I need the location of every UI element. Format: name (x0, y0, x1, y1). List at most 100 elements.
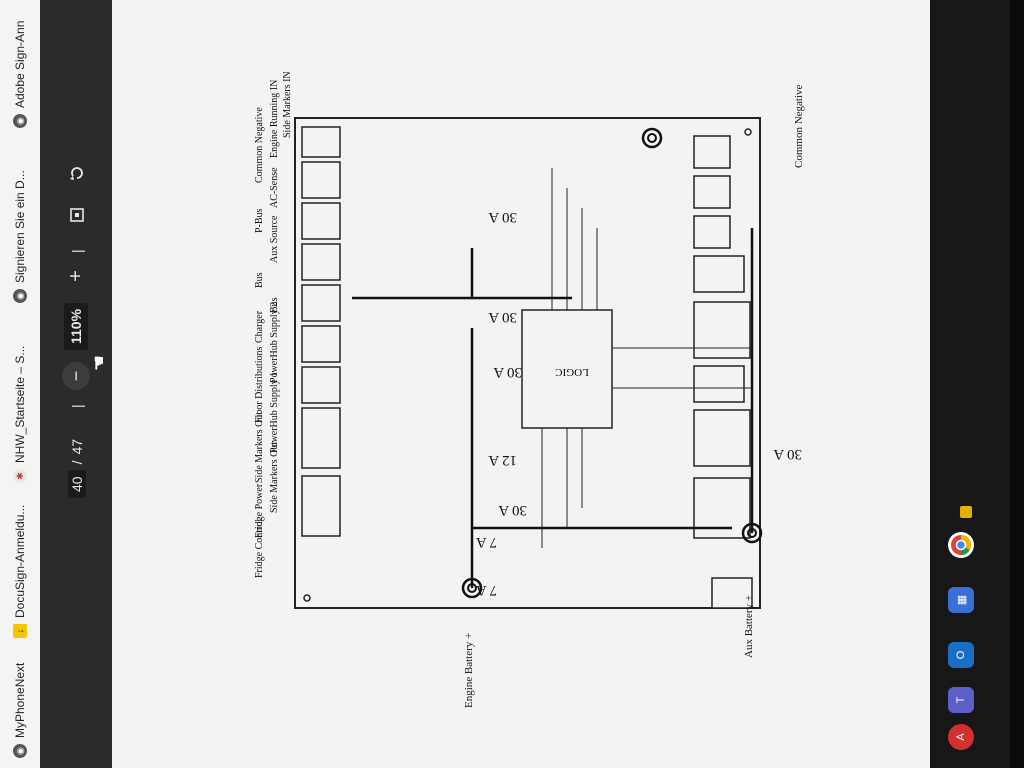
connector (301, 475, 341, 537)
signal-wires (541, 168, 752, 548)
connector (693, 215, 731, 249)
bookmark-label: Adobe Sign-Ann (13, 20, 27, 108)
label-powerhub-supply-1: PowerHub Supply 1 (269, 372, 280, 453)
chrome-icon[interactable] (948, 532, 974, 558)
acrobat-icon[interactable]: A (948, 724, 974, 750)
connector-labels: Fridge Control Fridge Power Side Markers… (254, 71, 293, 578)
connector (693, 175, 731, 209)
bookmark-label: NHW_Startseite – S... (13, 345, 27, 463)
connector (693, 365, 745, 403)
label-common-negative-terminal: Common Negative (793, 84, 805, 168)
fuse-label: 7 A (476, 534, 497, 550)
page-indicator: 40 / 47 (66, 439, 88, 498)
terminal-common-negative (641, 127, 663, 149)
zoom-out-button[interactable]: − (62, 362, 90, 390)
fuse-label: 30 A (493, 364, 522, 380)
power-wires (352, 228, 754, 588)
bookmark-nhw[interactable]: ✱ NHW_Startseite – S... (10, 346, 30, 483)
page-total: 47 (69, 438, 85, 455)
connector (301, 202, 341, 240)
bookmark-adobe-sign[interactable]: ◉ Adobe Sign-Ann (10, 21, 30, 128)
bookmark-docusign[interactable]: ↓ DocuSign-Anmeldu... (10, 505, 30, 638)
page-current-field[interactable]: 40 (68, 470, 86, 498)
bookmarks-bar: ◉ MyPhoneNext ↓ DocuSign-Anmeldu... ✱ NH… (0, 0, 41, 768)
fuse-labels: 7 A 7 A 30 A 12 A 30 A 30 A 30 A 30 A (476, 209, 802, 598)
connector (301, 126, 341, 158)
nhw-icon: ✱ (13, 469, 27, 483)
label-p-bus: P-Bus (254, 208, 265, 233)
connector-row-bottom (693, 135, 753, 609)
logic-label: LOGIC (555, 366, 589, 378)
fuse-label: 30 A (488, 209, 517, 225)
label-bus: Bus (269, 297, 280, 313)
label-powerhub-supply-2: PowerHub Supply 2 (269, 302, 280, 383)
globe-icon: ◉ (13, 289, 27, 303)
bookmark-myphonenext[interactable]: ◉ MyPhoneNext (10, 663, 30, 758)
docusign-icon: ↓ (13, 624, 27, 638)
label-bus-2: Bus (254, 272, 265, 288)
outlook-icon[interactable]: O (948, 642, 974, 668)
label-engine-battery: Engine Battery + (463, 633, 475, 708)
connector (693, 301, 751, 359)
bookmark-signieren[interactable]: ◉ Signieren Sie ein D... (10, 170, 30, 303)
label-fridge-power: Fridge Power (254, 483, 265, 538)
mount-hole (303, 594, 311, 602)
connector (693, 409, 751, 467)
divider: | (69, 249, 85, 253)
connector-row (301, 126, 341, 537)
pdf-toolbar: 40 / 47 | − 110% + | ☚ (40, 0, 112, 768)
connector (301, 325, 341, 363)
label-floor-distributions: Floor Distributions (254, 346, 265, 423)
wiring-diagram: LOGIC (254, 71, 805, 708)
connector (711, 577, 753, 609)
hand-cursor-icon: ☚ (88, 354, 109, 372)
label-aux-source: Aux Source (269, 215, 280, 263)
divider: | (69, 404, 85, 408)
monitor-bezel (1010, 0, 1024, 768)
connector (693, 255, 745, 293)
globe-icon: ◉ (13, 744, 27, 758)
label-ac-sense: AC-Sense (269, 167, 280, 208)
zoom-level[interactable]: 110% (64, 302, 88, 350)
fuse-label: 30 A (773, 446, 802, 462)
fuse-label: 7 A (476, 582, 497, 598)
terminal-aux-battery (741, 522, 763, 544)
taskbar: ▦ O T A (930, 0, 1010, 768)
terminal-engine-battery (461, 577, 483, 599)
rotate-icon[interactable] (64, 160, 90, 186)
files-icon[interactable]: ▦ (948, 587, 974, 613)
connector (693, 135, 731, 169)
board-outline (294, 117, 761, 609)
label-side-markers-out-2: Side Markers Out (254, 412, 265, 483)
bookmark-label: MyPhoneNext (13, 662, 27, 738)
page-separator: / (69, 460, 85, 465)
mount-hole (744, 128, 752, 136)
connector (301, 407, 341, 469)
label-charger: Charger (254, 310, 265, 343)
label-common-negative: Common Negative (254, 107, 265, 183)
connector (693, 477, 751, 539)
label-side-markers-in: Side Markers IN (282, 71, 293, 138)
zoom-in-button[interactable]: + (64, 270, 87, 282)
fuse-label: 12 A (488, 452, 517, 468)
ms-icon[interactable] (960, 506, 972, 518)
globe-icon: ◉ (13, 114, 27, 128)
connector (301, 161, 341, 199)
bookmark-label: DocuSign-Anmeldu... (13, 504, 27, 618)
label-side-markers-out: Side Markers Out (269, 442, 280, 513)
connector (301, 366, 341, 404)
label-fridge-control: Fridge Control (254, 519, 265, 578)
label-aux-battery: Aux Battery + (743, 595, 755, 658)
connector (301, 243, 341, 281)
connector (301, 284, 341, 322)
pdf-page: LOGIC (112, 0, 930, 768)
fuse-label: 30 A (488, 309, 517, 325)
teams-icon[interactable]: T (948, 687, 974, 713)
fit-page-icon[interactable] (64, 202, 90, 228)
label-engine-running-in: Engine Running IN (269, 80, 280, 158)
fuse-label: 30 A (498, 502, 527, 518)
bookmark-label: Signieren Sie ein D... (13, 170, 27, 283)
